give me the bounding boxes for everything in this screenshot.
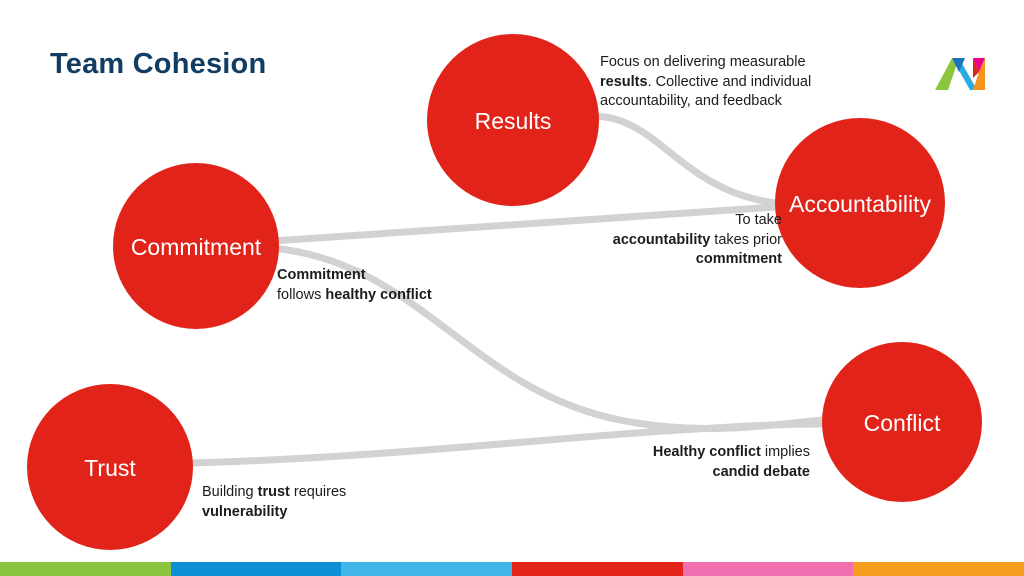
node-conflict-label: Conflict bbox=[864, 410, 941, 436]
connector-group bbox=[186, 112, 826, 467]
node-trust[interactable]: Trust bbox=[27, 384, 193, 550]
brand-color-bar bbox=[0, 562, 1024, 576]
node-conflict[interactable]: Conflict bbox=[822, 342, 982, 502]
node-group: Results Accountability Commitment Trust … bbox=[27, 34, 982, 550]
node-trust-circle[interactable] bbox=[27, 384, 193, 550]
annotation-commitment: Commitment follows healthy conflict bbox=[277, 267, 432, 303]
color-swatch-orange bbox=[853, 562, 1024, 576]
page-title: Team Cohesion bbox=[50, 48, 267, 80]
node-commitment[interactable]: Commitment bbox=[113, 163, 279, 329]
node-results[interactable]: Results bbox=[427, 34, 599, 206]
connector-trust-conflict bbox=[186, 420, 826, 467]
brand-logo-icon bbox=[935, 58, 985, 90]
node-accountability-circle[interactable] bbox=[775, 118, 945, 288]
node-commitment-circle[interactable] bbox=[113, 163, 279, 329]
node-commitment-label: Commitment bbox=[131, 234, 262, 260]
annotation-accountability: To take accountability takes prior commi… bbox=[612, 212, 782, 268]
color-swatch-blue bbox=[170, 562, 342, 576]
node-trust-label: Trust bbox=[84, 455, 136, 481]
color-swatch-red bbox=[512, 562, 683, 576]
annotation-trust: Building trust requires vulnerability bbox=[202, 484, 347, 520]
color-swatch-green bbox=[0, 562, 171, 576]
annotation-conflict: Healthy conflict implies candid debate bbox=[652, 444, 810, 480]
node-accountability[interactable]: Accountability bbox=[775, 118, 945, 288]
color-swatch-light-blue bbox=[341, 562, 513, 576]
connector-commitment-accountability bbox=[268, 203, 780, 245]
connector-results-accountability bbox=[591, 112, 779, 207]
node-accountability-label: Accountability bbox=[789, 191, 931, 217]
node-results-label: Results bbox=[475, 108, 552, 134]
node-results-circle[interactable] bbox=[427, 34, 599, 206]
annotation-results: Focus on delivering measurable results. … bbox=[600, 54, 812, 110]
color-swatch-pink bbox=[682, 562, 854, 576]
node-conflict-circle[interactable] bbox=[822, 342, 982, 502]
